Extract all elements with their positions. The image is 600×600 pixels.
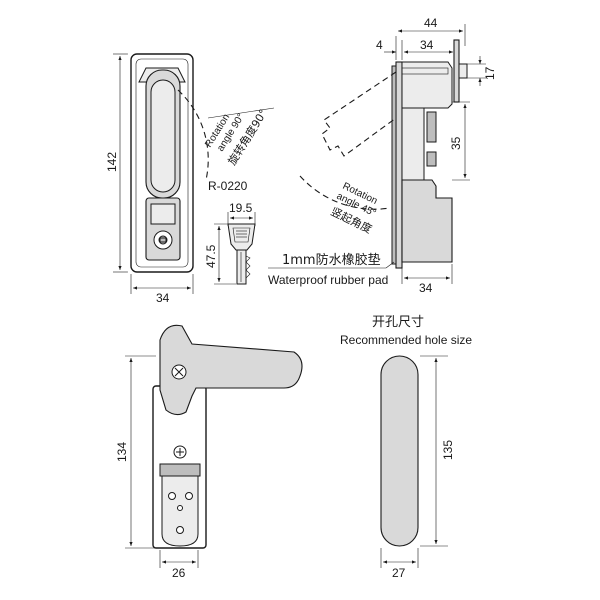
side-handle xyxy=(401,61,453,109)
side-total-dim: 44 xyxy=(424,16,438,30)
front-height-dim: 142 xyxy=(105,152,119,172)
side-lower-body xyxy=(401,179,453,263)
back-width-dim: 26 xyxy=(172,566,186,580)
back-view: 134 26 xyxy=(115,324,303,580)
side-flange xyxy=(395,61,403,269)
back-height-dim: 134 xyxy=(115,442,129,462)
side-flange-dim: 4 xyxy=(376,38,383,52)
key-height-dim: 47.5 xyxy=(204,244,218,268)
front-bezel xyxy=(130,53,194,273)
key-model: R-0220 xyxy=(208,179,248,193)
hole-height-dim: 135 xyxy=(441,440,455,460)
front-handle-inner xyxy=(150,79,176,193)
key-width-dim: 19.5 xyxy=(229,201,253,215)
front-lock-panel xyxy=(150,203,176,225)
hole-width-dim: 27 xyxy=(392,566,406,580)
side-top-plate xyxy=(453,39,460,103)
side-lifted-handle xyxy=(321,71,397,157)
side-top-dim: 17 xyxy=(483,66,497,80)
side-mid-dim: 35 xyxy=(449,136,463,150)
key-drawing: R-0220 19.5 47.5 xyxy=(204,179,256,285)
front-view: Rotation angle 90° 旋转角度90° 142 34 xyxy=(105,53,275,305)
back-handle-arm xyxy=(159,324,303,416)
side-view: 44 4 34 Rotation angle 45° 竖起角度 xyxy=(268,16,497,295)
front-width-dim: 34 xyxy=(156,291,170,305)
hole-title-cn: 开孔尺寸 xyxy=(372,315,424,330)
side-lift-arc xyxy=(299,175,391,210)
side-bottom-dim: 34 xyxy=(419,281,433,295)
hole-size: 开孔尺寸 Recommended hole size 135 27 xyxy=(340,315,472,580)
side-body-dim: 34 xyxy=(420,38,434,52)
side-rubber-pad xyxy=(391,65,397,265)
side-pad-label-cn: 1mm防水橡胶垫 xyxy=(282,252,381,268)
back-cam-block xyxy=(159,463,201,477)
hole-shape xyxy=(380,355,419,547)
side-pad-label-en: Waterproof rubber pad xyxy=(268,273,388,287)
hole-title-en: Recommended hole size xyxy=(340,333,472,347)
key-blade xyxy=(236,249,247,285)
front-bezel-inner xyxy=(135,58,189,268)
front-rotation-arc xyxy=(177,89,209,181)
